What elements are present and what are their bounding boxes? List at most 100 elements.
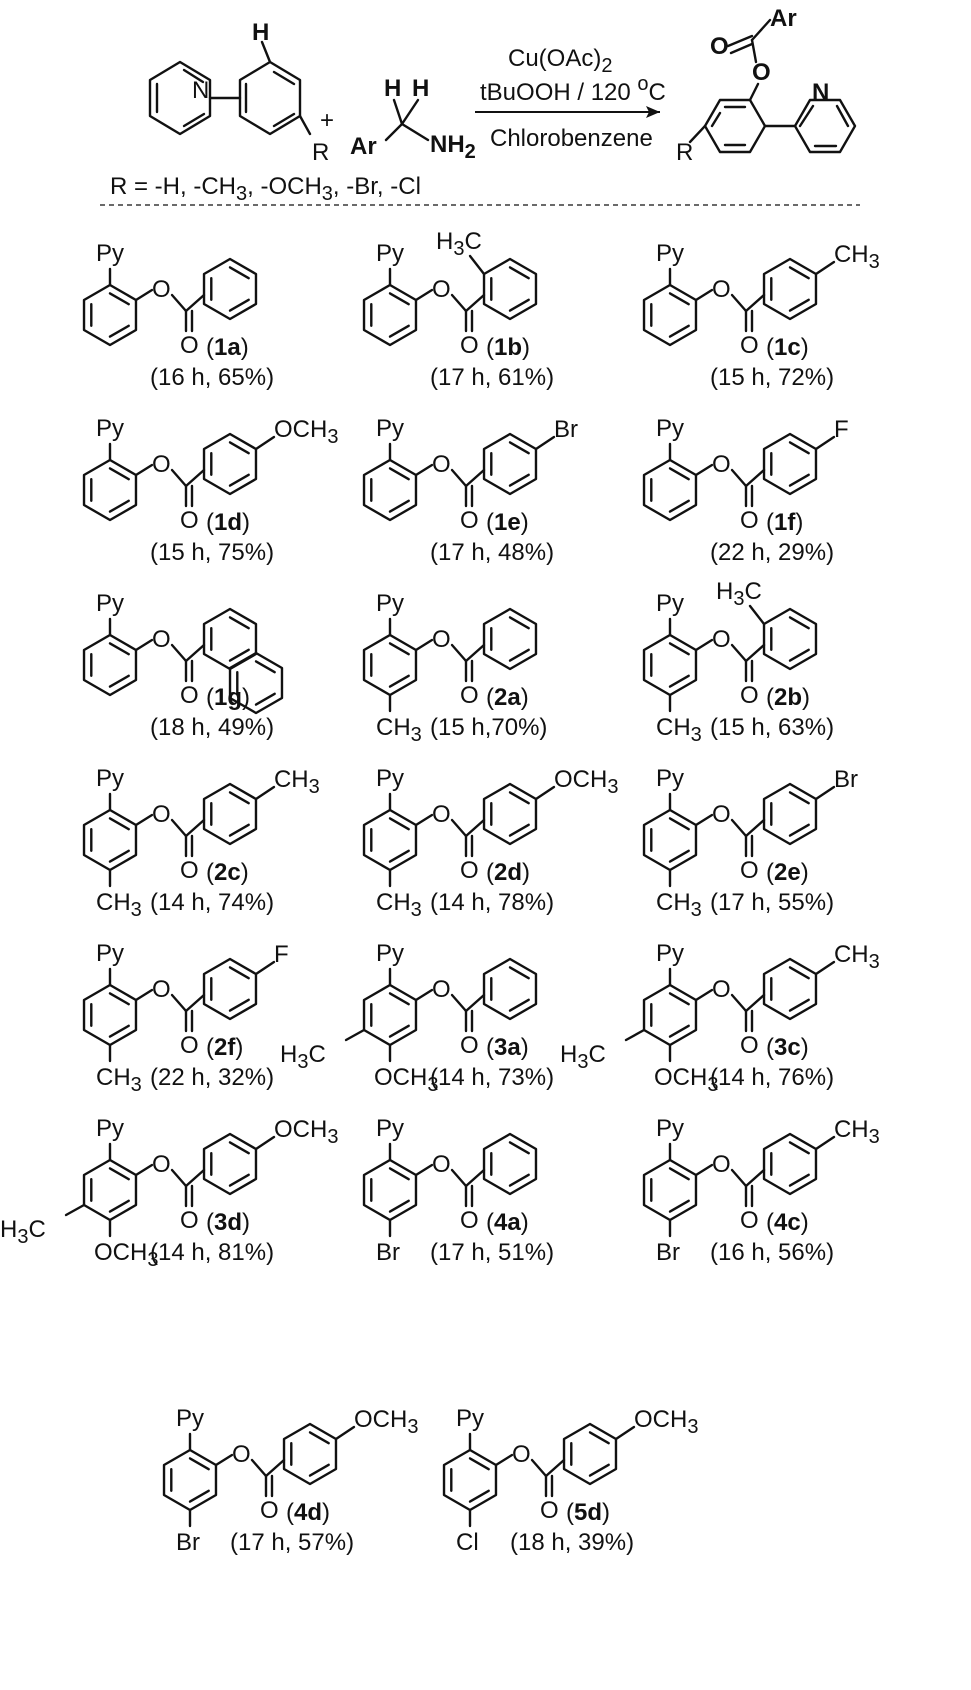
atom-h: H	[412, 75, 429, 102]
aromatic-bond	[188, 1457, 210, 1471]
aromatic-bond	[588, 1431, 610, 1445]
aromatic-bond	[468, 1489, 490, 1503]
reaction-conditions: (22 h, 32%)	[150, 1064, 274, 1091]
atom-r: R	[312, 139, 329, 166]
acyl-ring	[482, 1132, 538, 1196]
bond	[250, 1458, 268, 1478]
aromatic-bond	[254, 692, 276, 706]
ester-oxygen: O	[152, 801, 171, 828]
aromatic-bond	[388, 467, 410, 481]
atom-ar: Ar	[770, 5, 797, 32]
aromatic-bond	[668, 992, 690, 1006]
pyridyl-label: Py	[376, 240, 404, 267]
aromatic-bond	[788, 1141, 810, 1155]
bond	[744, 1168, 766, 1188]
aromatic-bond	[108, 642, 130, 656]
bond	[170, 993, 188, 1013]
aromatic-bond	[788, 298, 810, 312]
aromatic-bond	[388, 992, 410, 1006]
bond	[134, 988, 154, 1002]
aromatic-bond	[668, 674, 690, 688]
aromatic-bond	[668, 499, 690, 513]
pyridyl-label: Py	[96, 415, 124, 442]
carbonyl-oxygen: O	[180, 1207, 199, 1234]
aromatic-bond	[388, 1167, 410, 1181]
acyl-ring	[202, 257, 258, 321]
f-label: F	[274, 941, 289, 968]
pyridyl-label: Py	[456, 1405, 484, 1432]
bond	[814, 785, 836, 801]
compound-id: (2d)	[486, 859, 530, 886]
aromatic-bond	[668, 467, 690, 481]
pyridyl-label: Py	[96, 940, 124, 967]
methoxy-label: OCH3	[94, 1239, 158, 1271]
reaction-conditions: (14 h, 81%)	[150, 1239, 274, 1266]
aromatic-bond	[228, 298, 250, 312]
bond	[450, 468, 468, 488]
bond	[184, 468, 206, 488]
bond	[134, 813, 154, 827]
ch3-label: CH3	[834, 941, 880, 973]
ester-oxygen: O	[152, 976, 171, 1003]
bond	[170, 1168, 188, 1188]
bond	[184, 993, 206, 1013]
compound-id: (2f)	[206, 1034, 243, 1061]
bond	[530, 1458, 548, 1478]
bond	[730, 468, 748, 488]
bond	[744, 818, 766, 838]
br-label: Br	[834, 766, 858, 793]
aromatic-bond	[388, 324, 410, 338]
compound-id: (1a)	[206, 334, 249, 361]
carbonyl-oxygen: O	[180, 507, 199, 534]
aromatic-bond	[668, 324, 690, 338]
atom-o: O	[752, 59, 771, 86]
aromatic-bond	[188, 1489, 210, 1503]
bond	[464, 468, 486, 488]
f-label: F	[834, 416, 849, 443]
compound-id: (5d)	[566, 1499, 610, 1526]
ester-oxygen: O	[432, 276, 451, 303]
aromatic-bond	[228, 791, 250, 805]
bond	[464, 993, 486, 1013]
aromatic-bond	[228, 648, 250, 662]
ester-oxygen: O	[432, 451, 451, 478]
aromatic-bond	[308, 1431, 330, 1445]
bond	[450, 643, 468, 663]
bond	[694, 288, 714, 302]
ester-oxygen: O	[152, 1151, 171, 1178]
bond	[730, 818, 748, 838]
methoxy-label: OCH3	[374, 1064, 438, 1096]
bond	[134, 638, 154, 652]
bond	[254, 785, 276, 801]
pyridyl-label: Py	[656, 415, 684, 442]
aromatic-bond	[788, 966, 810, 980]
aromatic-bond	[788, 441, 810, 455]
methyl-label: H3C	[436, 228, 482, 260]
pyridyl-label: Py	[656, 590, 684, 617]
bond	[334, 1425, 356, 1441]
ester-oxygen: O	[232, 1441, 251, 1468]
bond	[744, 468, 766, 488]
bond	[744, 993, 766, 1013]
atom-nh2: NH2	[430, 131, 476, 163]
bond	[544, 1458, 566, 1478]
compound-id: (3a)	[486, 1034, 529, 1061]
och3-label: OCH3	[354, 1406, 418, 1438]
aromatic-bond	[508, 1173, 530, 1187]
bond	[730, 643, 748, 663]
reaction-conditions: (15 h,70%)	[430, 714, 547, 741]
compound-id: (1e)	[486, 509, 529, 536]
carbonyl-oxygen: O	[180, 332, 199, 359]
bond	[624, 1028, 646, 1042]
aromatic-bond	[108, 324, 130, 338]
aromatic-bond	[108, 1167, 130, 1181]
carbonyl-oxygen: O	[460, 1032, 479, 1059]
methyl-label: H3C	[0, 1216, 46, 1248]
reaction-conditions: (22 h, 29%)	[710, 539, 834, 566]
